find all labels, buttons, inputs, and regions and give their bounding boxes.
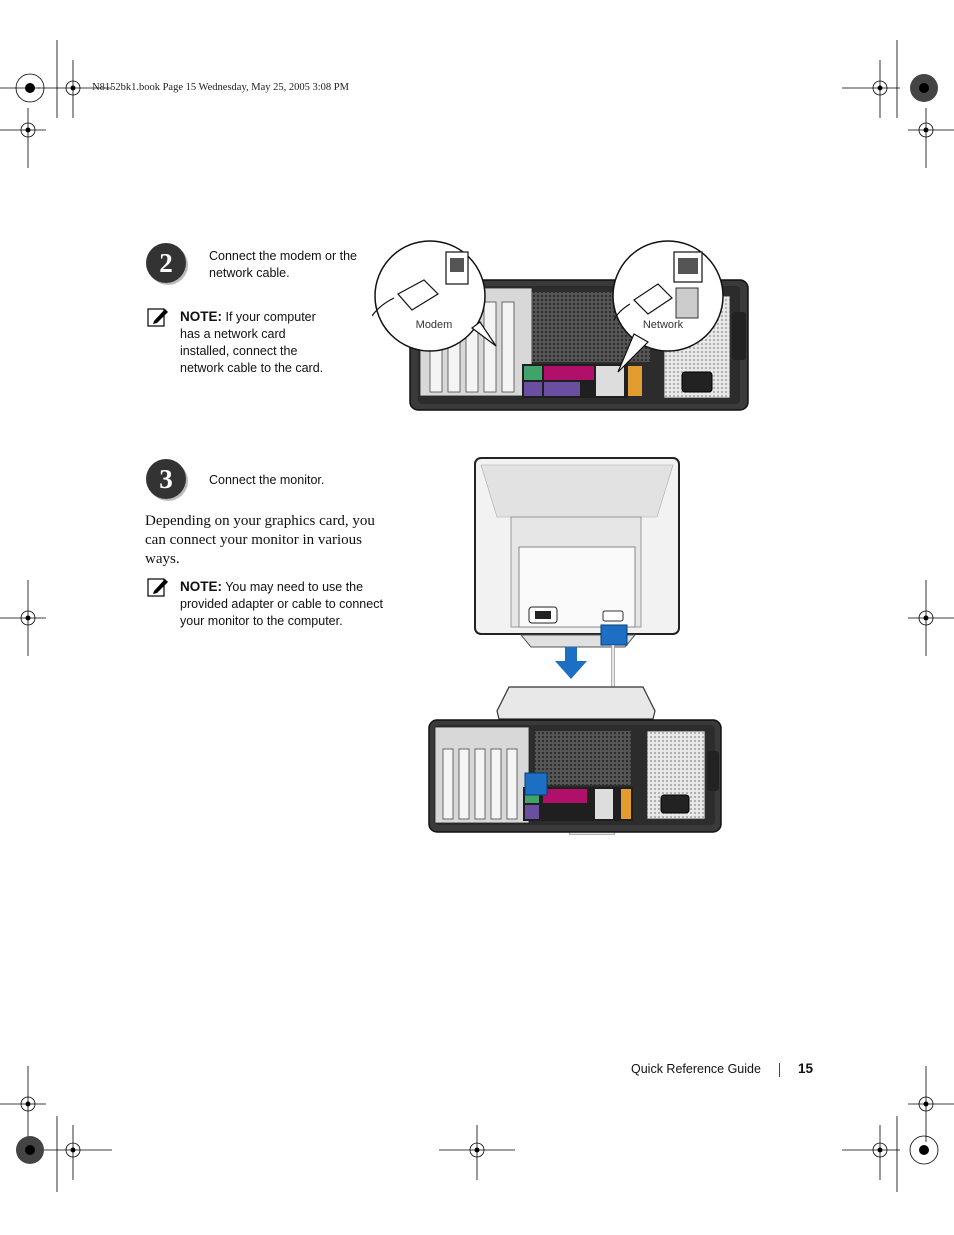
step-3-badge: 3 (145, 458, 189, 502)
step-2-badge: 2 (145, 242, 189, 286)
step-2-instruction-line2: network cable. (209, 266, 290, 280)
step-2-instruction-line1: Connect the modem or the (209, 249, 357, 263)
book-slug: N8152bk1.book Page 15 Wednesday, May 25,… (92, 82, 349, 93)
note-icon (147, 576, 169, 598)
network-callout-label: Network (643, 319, 684, 331)
step-3-note: NOTE: You may need to use the provided a… (180, 578, 400, 630)
step-3-number: 3 (159, 464, 173, 494)
step-2-note-line2: has a network card (180, 327, 286, 341)
step-3-badge-svg: 3 (146, 459, 188, 501)
step-2-note-line3: installed, connect the (180, 344, 298, 358)
step-3-instruction: Connect the monitor. (209, 473, 325, 487)
step-3-illustration (425, 455, 730, 840)
step-3-note-label: NOTE: (180, 579, 222, 594)
note-icon-svg (147, 578, 168, 597)
footer-separator (779, 1063, 780, 1077)
note-icon-svg (147, 308, 168, 327)
step-2-illustration: Modem Network (371, 238, 756, 416)
step-3-note-line3: your monitor to the computer. (180, 614, 343, 628)
note-icon (147, 306, 169, 328)
step-2-note-line1: If your computer (222, 310, 316, 324)
modem-callout-label: Modem (416, 319, 453, 331)
step-2-note-line4: network cable to the card. (180, 361, 324, 375)
step-2-note: NOTE: If your computer has a network car… (180, 308, 360, 377)
step-3-paragraph: Depending on your graphics card, you can… (145, 512, 395, 569)
footer-guide-title: Quick Reference Guide (631, 1062, 761, 1076)
step-2-instruction: Connect the modem or the network cable. (209, 248, 357, 282)
step-3-paragraph-line3: ways. (145, 551, 180, 567)
rear-panel-network-svg: Modem Network (371, 240, 749, 411)
page-number: 15 (798, 1061, 814, 1076)
registration-wheel-icons (15, 73, 939, 1165)
monitor-connection-svg (428, 457, 722, 835)
step-3-note-line2: provided adapter or cable to connect (180, 597, 383, 611)
step-2-note-label: NOTE: (180, 309, 222, 324)
step-2-number: 2 (159, 248, 173, 278)
step-3-note-line1: You may need to use the (222, 580, 364, 594)
step-3-paragraph-line1: Depending on your graphics card, you (145, 513, 375, 529)
step-2-badge-svg: 2 (146, 243, 188, 285)
step-3-paragraph-line2: can connect your monitor in various (145, 532, 363, 548)
